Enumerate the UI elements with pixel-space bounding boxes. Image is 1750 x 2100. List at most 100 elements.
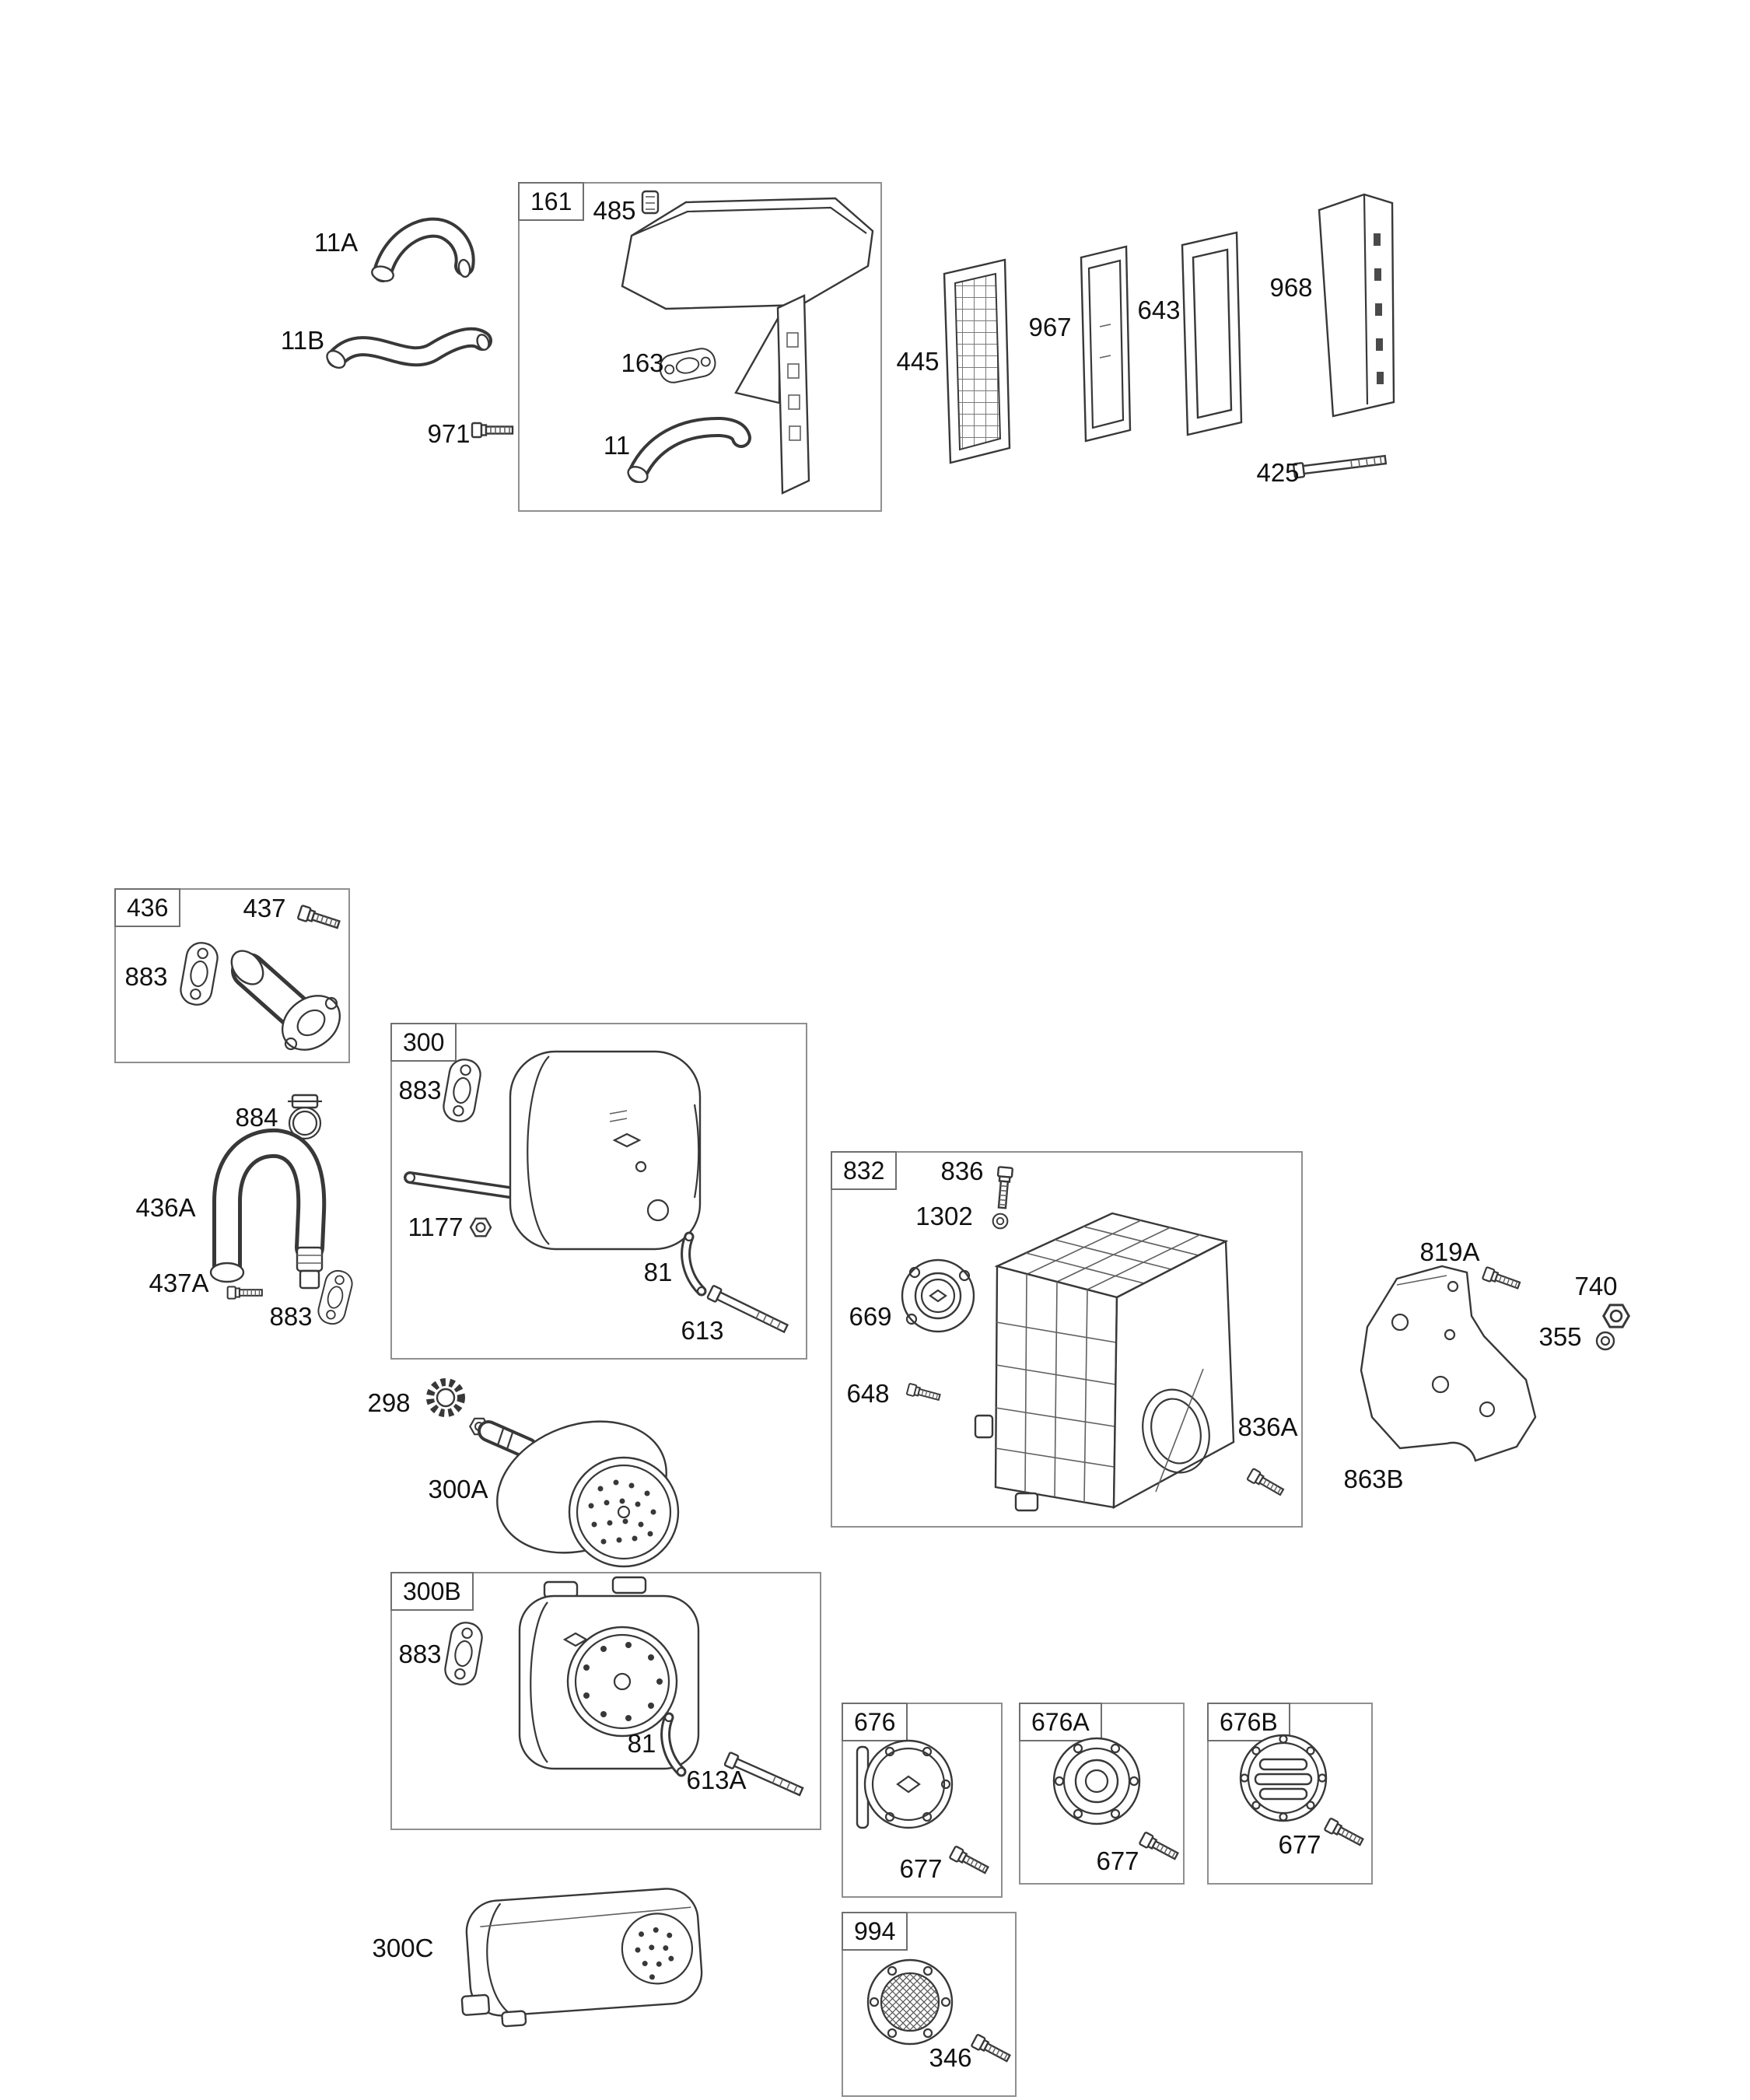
cover-676-drawing	[856, 1739, 954, 1829]
gasket-883-436a-drawing	[314, 1267, 356, 1328]
part-label-163: 163	[621, 348, 664, 377]
part-label-883-436a: 883	[269, 1302, 313, 1331]
bolt-613a-drawing	[723, 1752, 804, 1797]
bolt-677-676-drawing	[948, 1845, 991, 1877]
group-box-832: 832	[831, 1151, 1303, 1528]
pipe-11-drawing	[627, 416, 751, 484]
part-label-300C: 300C	[372, 1934, 434, 1962]
part-label-643: 643	[1137, 296, 1181, 324]
hose-436a-drawing	[209, 1128, 327, 1290]
gasket-883-300-drawing	[440, 1056, 484, 1125]
gasket-967-drawing	[1080, 245, 1132, 443]
bolt-648-drawing	[905, 1382, 942, 1404]
part-label-613A: 613A	[686, 1766, 747, 1794]
group-tag-436: 436	[114, 888, 181, 927]
bolt-971-drawing	[471, 422, 514, 439]
adapter-tube-436-drawing	[230, 950, 341, 1051]
part-label-425: 425	[1256, 458, 1300, 487]
group-tag-832: 832	[831, 1151, 898, 1190]
part-label-677-676b: 677	[1278, 1830, 1321, 1859]
clip-485-drawing	[641, 190, 660, 215]
group-box-676A: 676A	[1019, 1703, 1185, 1885]
group-box-994: 994	[842, 1912, 1017, 2097]
group-box-300B: 300B	[390, 1572, 821, 1830]
part-label-1177: 1177	[408, 1213, 464, 1241]
part-label-346: 346	[929, 2043, 972, 2072]
gasket-883-300b-drawing	[442, 1619, 485, 1688]
group-box-676: 676	[842, 1703, 1003, 1898]
cover-676b-drawing	[1239, 1734, 1328, 1822]
part-label-677-676: 677	[899, 1854, 943, 1883]
part-label-883-436: 883	[124, 962, 168, 991]
part-label-1302: 1302	[915, 1202, 973, 1230]
bolt-677-676a-drawing	[1138, 1831, 1181, 1863]
flange-669-drawing	[901, 1258, 975, 1333]
part-label-81-300: 81	[643, 1258, 673, 1286]
lock-washer-298-drawing	[426, 1378, 465, 1417]
bolt-425-drawing	[1293, 454, 1388, 479]
bolt-437a-drawing	[226, 1286, 263, 1300]
nut-1177-drawing	[469, 1217, 492, 1237]
group-tag-300: 300	[390, 1023, 457, 1062]
frame-643-drawing	[1181, 231, 1243, 436]
part-label-740: 740	[1574, 1272, 1618, 1300]
part-label-436A: 436A	[135, 1193, 196, 1222]
part-label-11: 11	[603, 431, 631, 460]
group-tag-676: 676	[842, 1703, 908, 1741]
bolt-346-drawing	[970, 2033, 1013, 2065]
part-label-648: 648	[846, 1379, 890, 1408]
muffler-300b-drawing	[518, 1576, 700, 1770]
bolt-819a-drawing	[1481, 1265, 1522, 1293]
group-box-161: 161	[518, 182, 882, 512]
panel-968-drawing	[1318, 193, 1395, 418]
air-filter-445-drawing	[943, 258, 1011, 464]
screen-994-drawing	[866, 1958, 954, 2046]
part-label-355: 355	[1538, 1322, 1582, 1351]
bracket-81-300-drawing	[681, 1231, 707, 1297]
nut-740-drawing	[1602, 1304, 1630, 1328]
part-label-437A: 437A	[149, 1269, 209, 1297]
group-tag-994: 994	[842, 1912, 908, 1951]
gasket-883-436-drawing	[177, 940, 221, 1008]
washer-355-drawing	[1595, 1331, 1615, 1351]
part-label-81-300b: 81	[627, 1729, 656, 1758]
gasket-163-drawing	[656, 345, 719, 386]
muffler-300c-drawing	[460, 1888, 703, 2028]
part-label-298: 298	[367, 1388, 411, 1417]
part-label-883-300: 883	[398, 1076, 442, 1104]
part-label-11A: 11A	[313, 228, 359, 257]
bolt-677-676b-drawing	[1323, 1817, 1366, 1849]
group-box-300: 300	[390, 1023, 807, 1360]
part-label-884: 884	[235, 1103, 278, 1132]
part-label-445: 445	[896, 347, 940, 376]
group-tag-676A: 676A	[1019, 1703, 1102, 1741]
bolt-836a-drawing	[1246, 1467, 1286, 1499]
part-label-437: 437	[243, 894, 286, 922]
muffler-300-drawing	[509, 1050, 702, 1251]
heat-shield-161-drawing	[621, 197, 874, 495]
part-label-300A: 300A	[428, 1475, 488, 1503]
part-label-863B: 863B	[1343, 1465, 1404, 1493]
bracket-81-300b-drawing	[660, 1712, 687, 1777]
part-label-677-676a: 677	[1096, 1846, 1139, 1875]
part-label-836: 836	[940, 1157, 984, 1185]
cover-676a-drawing	[1052, 1737, 1141, 1825]
group-box-436: 436	[114, 888, 350, 1063]
washer-1302-drawing	[992, 1213, 1009, 1230]
air-cleaner-832-drawing	[974, 1212, 1235, 1512]
group-tag-300B: 300B	[390, 1572, 474, 1611]
muffler-300a-drawing	[469, 1417, 680, 1568]
clamp-884-drawing	[288, 1094, 322, 1140]
bolt-836-drawing	[994, 1166, 1014, 1209]
part-label-485: 485	[593, 196, 636, 225]
part-label-971: 971	[427, 419, 471, 448]
bolt-613-drawing	[706, 1285, 789, 1334]
part-label-819A: 819A	[1419, 1237, 1480, 1266]
bolt-437-drawing	[296, 904, 341, 933]
part-label-836A: 836A	[1237, 1412, 1298, 1441]
group-tag-161: 161	[518, 182, 585, 221]
part-label-11B: 11B	[280, 326, 325, 355]
part-label-883-300b: 883	[398, 1640, 442, 1668]
